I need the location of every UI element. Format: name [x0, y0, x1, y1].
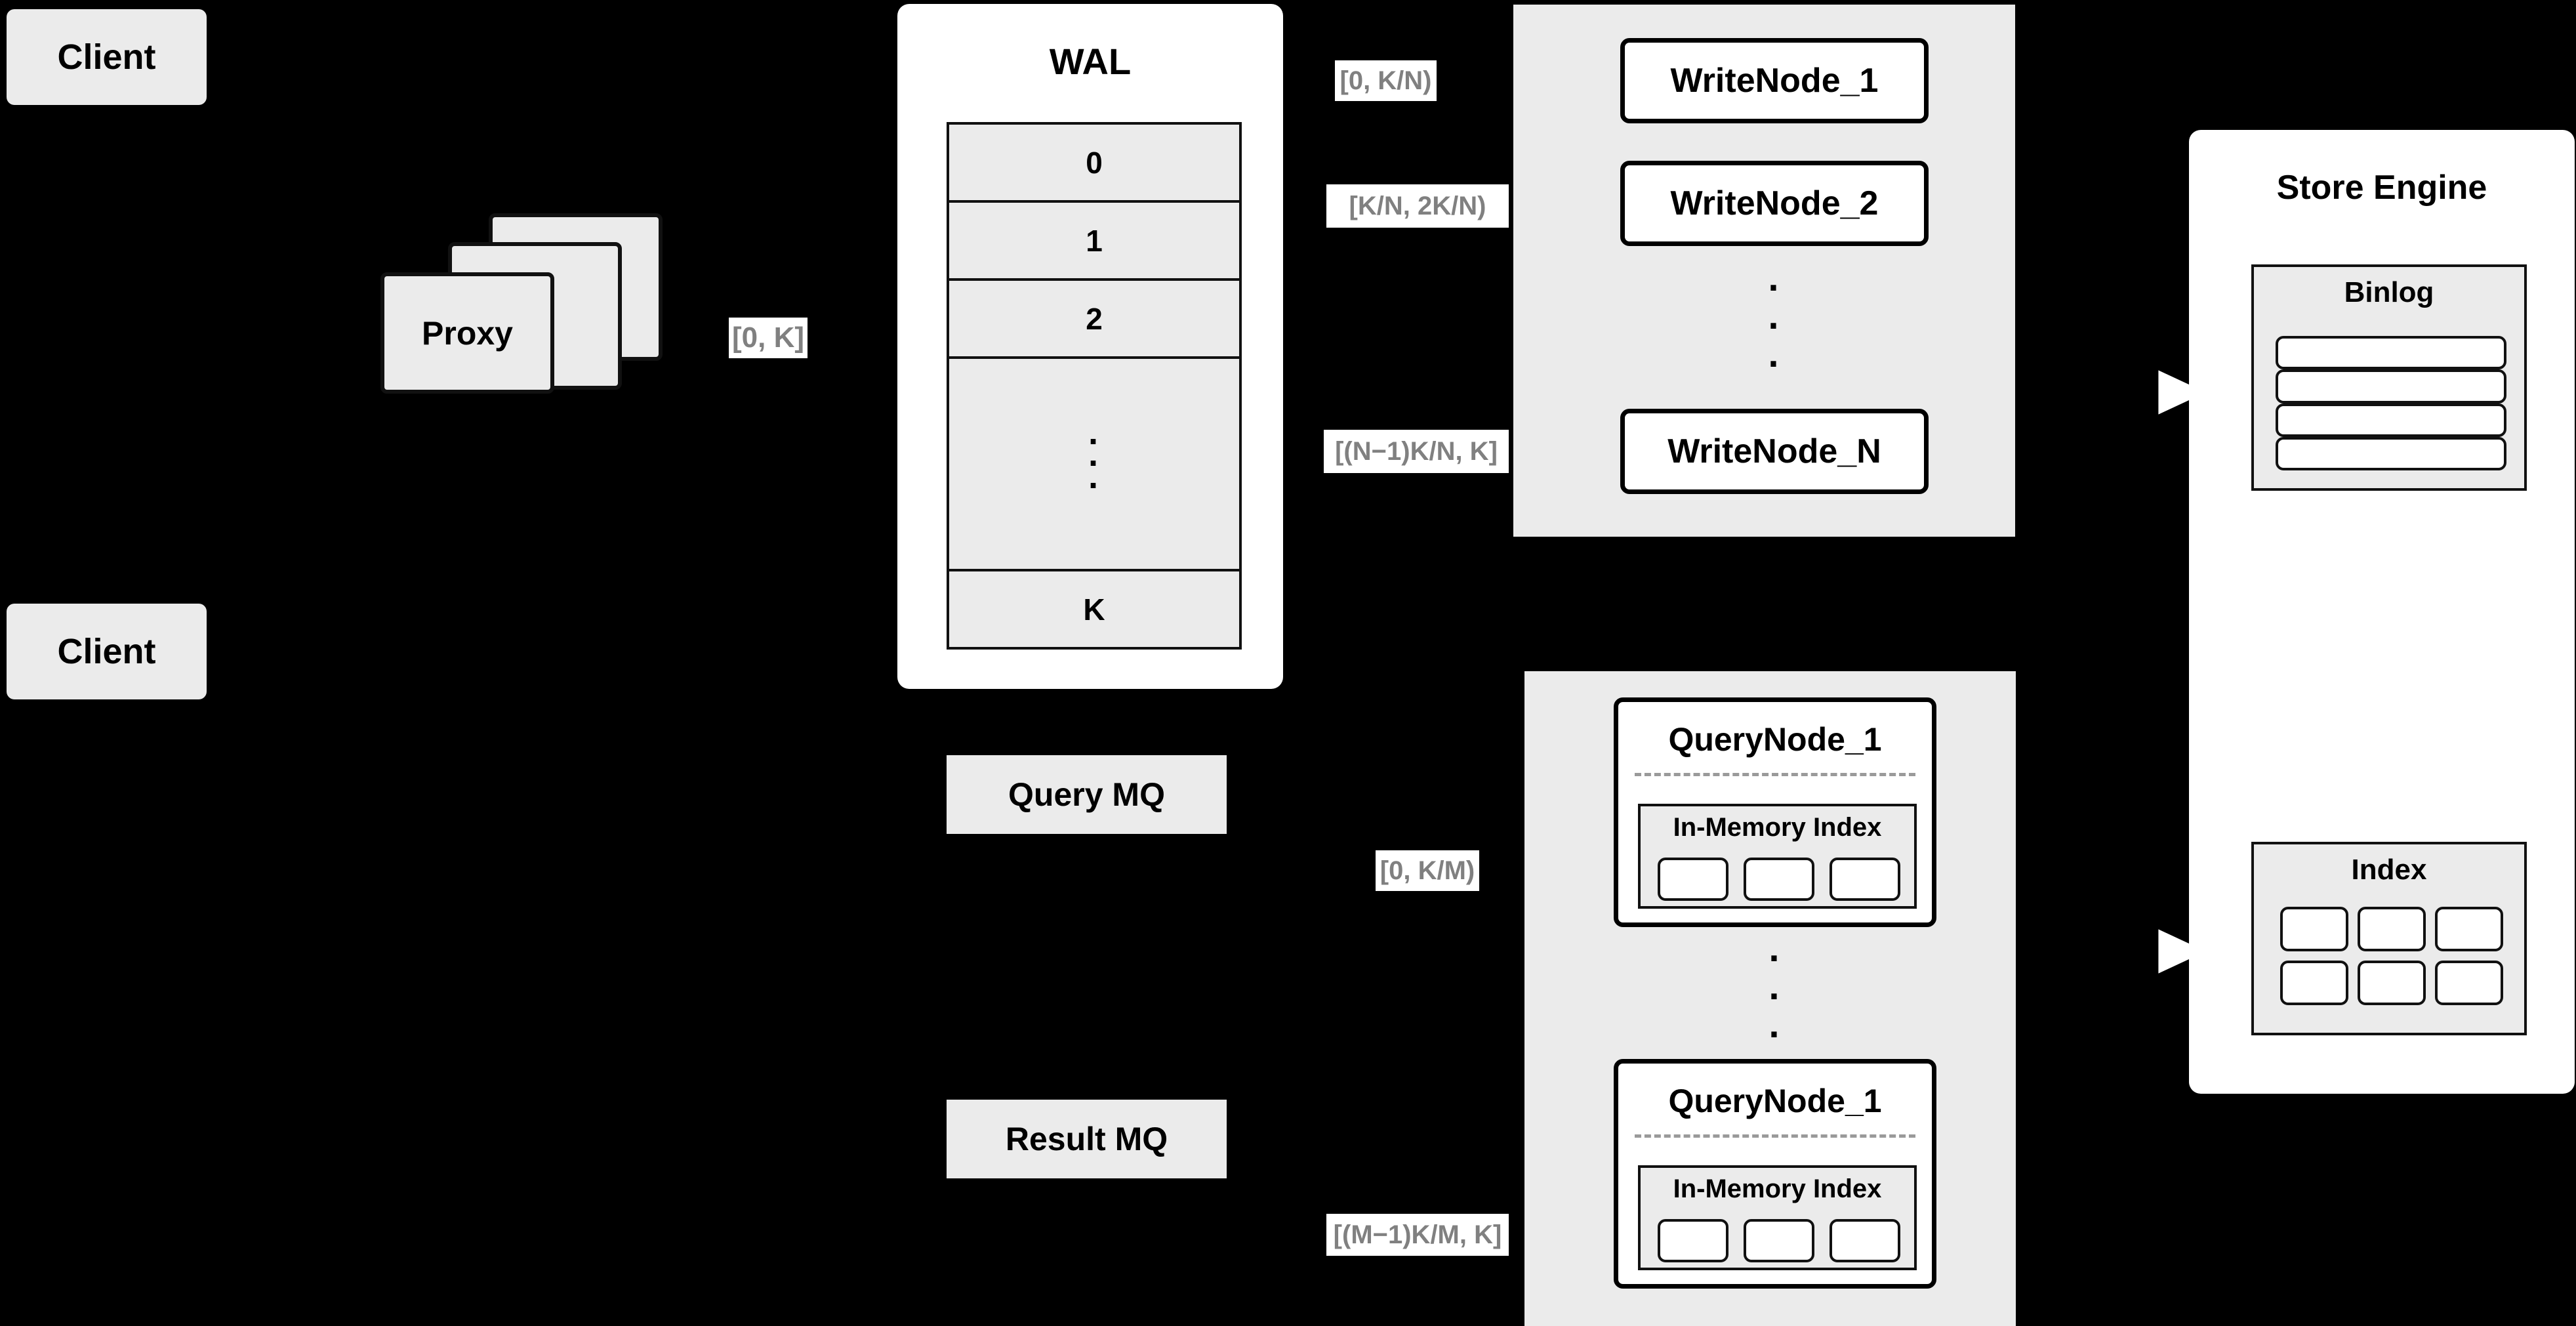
in-memory-index-slots	[1658, 1219, 1900, 1262]
wal-row-label: 1	[1086, 223, 1103, 258]
query-node-label: QueryNode_1	[1668, 721, 1882, 758]
query-mq-label: Query MQ	[1008, 776, 1165, 813]
wal-row-1[interactable]: 1	[947, 203, 1242, 281]
edge-label-writenode-n: [(N−1)K/N, K]	[1324, 430, 1509, 473]
wal-row-ellipsis: · · ·	[947, 359, 1242, 571]
wal-row-label: 2	[1086, 301, 1103, 336]
binlog-row[interactable]	[2276, 436, 2506, 470]
wal-row-label: 0	[1086, 145, 1103, 180]
edge-label-text: [0, K/M)	[1380, 856, 1475, 885]
wal-panel: WAL 0 1 2 · · · K	[897, 4, 1283, 689]
index-slot[interactable]	[1830, 1219, 1900, 1262]
query-node-label: QueryNode_1	[1668, 1083, 1882, 1119]
index-slot[interactable]	[2358, 961, 2426, 1005]
index-slot[interactable]	[1830, 858, 1900, 901]
wal-rows: 0 1 2 · · · K	[947, 122, 1242, 650]
index-slot[interactable]	[2435, 961, 2503, 1005]
write-node-1[interactable]: WriteNode_1	[1620, 38, 1929, 123]
wal-row-0[interactable]: 0	[947, 122, 1242, 203]
query-mq-box[interactable]: Query MQ	[947, 755, 1227, 834]
edge-label-text: [(N−1)K/N, K]	[1335, 436, 1498, 466]
edge-label-text: [0, K/N)	[1339, 66, 1432, 95]
client-label: Client	[57, 632, 156, 671]
binlog-rows	[2276, 336, 2506, 470]
result-mq-label: Result MQ	[1005, 1121, 1168, 1157]
query-node-1[interactable]: QueryNode_1 In-Memory Index	[1614, 697, 1936, 927]
index-slot[interactable]	[1744, 858, 1814, 901]
edge-label-text: [(M−1)K/M, K]	[1333, 1220, 1502, 1249]
write-node-n[interactable]: WriteNode_N	[1620, 409, 1929, 494]
index-box: Index	[2251, 842, 2527, 1035]
query-node-divider	[1635, 1134, 1915, 1138]
index-slot[interactable]	[1744, 1219, 1814, 1262]
binlog-box: Binlog	[2251, 264, 2527, 491]
index-title: Index	[2351, 854, 2427, 886]
in-memory-index-slots	[1658, 858, 1900, 901]
edge-label-writenode-1: [0, K/N)	[1335, 60, 1437, 101]
index-slot[interactable]	[2435, 907, 2503, 951]
index-slot[interactable]	[2280, 907, 2348, 951]
edge-label-querynode-m: [(M−1)K/M, K]	[1326, 1214, 1509, 1256]
query-node-divider	[1635, 773, 1915, 776]
in-memory-index-box-1: In-Memory Index	[1638, 804, 1917, 909]
in-memory-index-label: In-Memory Index	[1673, 1174, 1882, 1203]
binlog-title: Binlog	[2344, 276, 2434, 308]
binlog-row[interactable]	[2276, 336, 2506, 370]
edge-label-querynode-1: [0, K/M)	[1376, 850, 1479, 891]
query-cluster-ellipsis: · · ·	[1768, 937, 1782, 1056]
query-node-m[interactable]: QueryNode_1 In-Memory Index	[1614, 1059, 1936, 1289]
binlog-row[interactable]	[2276, 369, 2506, 404]
proxy-label: Proxy	[422, 314, 513, 352]
edge-label-text: [K/N, 2K/N)	[1349, 191, 1486, 220]
wal-ellipsis: · · ·	[1088, 421, 1100, 505]
write-node-2[interactable]: WriteNode_2	[1620, 161, 1929, 246]
write-node-label: WriteNode_2	[1670, 184, 1879, 222]
binlog-row[interactable]	[2276, 403, 2506, 437]
write-cluster-ellipsis: · · ·	[1768, 266, 1781, 385]
edge-label-proxy-to-wal: [0, K]	[729, 318, 808, 358]
in-memory-index-label: In-Memory Index	[1673, 813, 1882, 842]
write-node-label: WriteNode_N	[1667, 432, 1881, 470]
client-box-1[interactable]: Client	[7, 9, 207, 105]
result-mq-box[interactable]: Result MQ	[947, 1100, 1227, 1178]
wal-row-k[interactable]: K	[947, 571, 1242, 650]
proxy-stack[interactable]: Proxy	[374, 213, 669, 436]
edge-label-writenode-2: [K/N, 2K/N)	[1326, 184, 1509, 228]
index-slot[interactable]	[2358, 907, 2426, 951]
index-slot[interactable]	[1658, 858, 1728, 901]
client-label: Client	[57, 37, 156, 77]
wal-row-2[interactable]: 2	[947, 281, 1242, 359]
client-box-2[interactable]: Client	[7, 604, 207, 699]
store-engine-title: Store Engine	[2276, 169, 2487, 207]
wal-title: WAL	[1049, 41, 1132, 82]
in-memory-index-box-2: In-Memory Index	[1638, 1165, 1917, 1270]
store-engine-panel: Store Engine Binlog Index	[2189, 130, 2575, 1094]
index-slot-grid	[2280, 907, 2503, 1005]
wal-row-label: K	[1083, 592, 1105, 627]
index-slot[interactable]	[1658, 1219, 1728, 1262]
write-node-label: WriteNode_1	[1670, 62, 1879, 100]
edge-label-text: [0, K]	[732, 321, 804, 354]
proxy-card-front[interactable]: Proxy	[380, 272, 554, 394]
index-slot[interactable]	[2280, 961, 2348, 1005]
